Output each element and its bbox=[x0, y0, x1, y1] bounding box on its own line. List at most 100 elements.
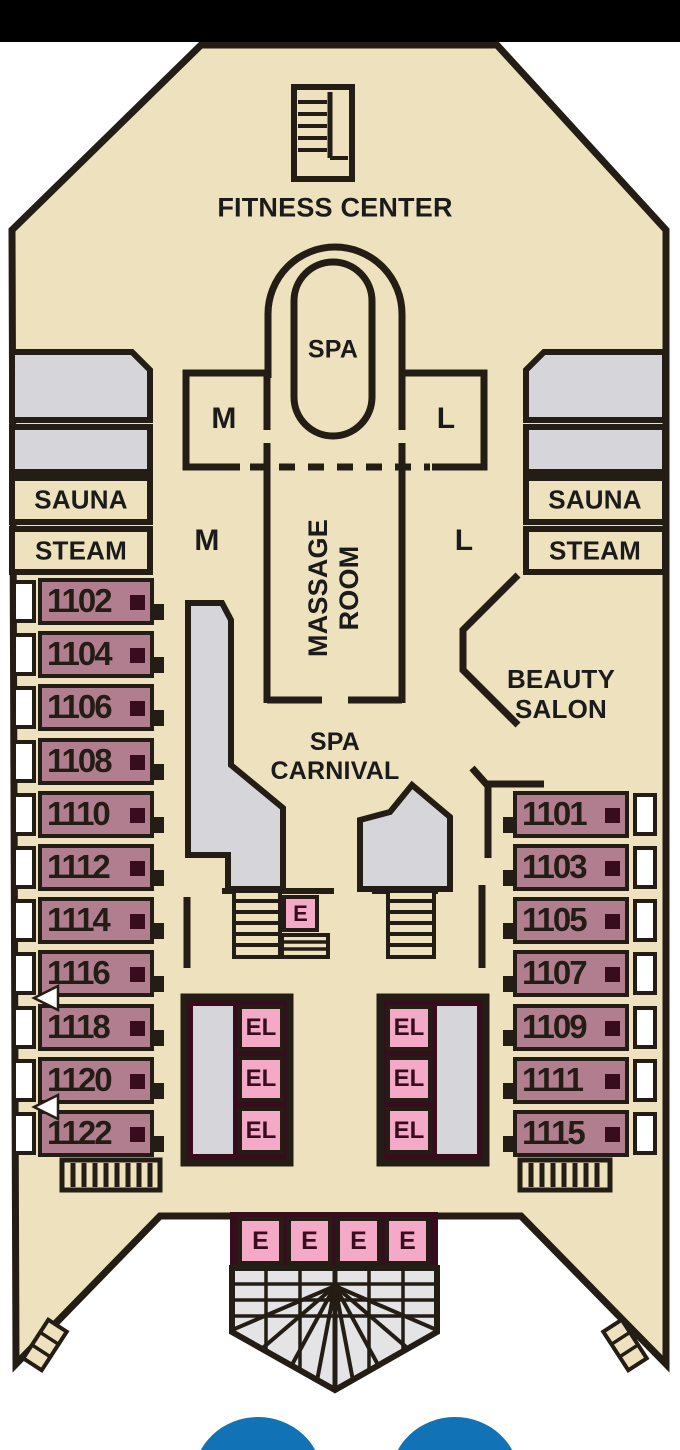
window-box bbox=[9, 349, 153, 423]
cabin-window bbox=[633, 1059, 657, 1102]
cabin-1107: 1107 bbox=[503, 950, 658, 997]
cabin-box: 1101 bbox=[513, 791, 629, 838]
cabin-box: 1118 bbox=[38, 1004, 154, 1051]
door-notch bbox=[503, 1136, 513, 1152]
nav-button-right[interactable] bbox=[391, 1417, 519, 1450]
beauty-salon-line1: BEAUTY bbox=[506, 664, 616, 694]
cabin-box: 1116 bbox=[38, 950, 154, 997]
beauty-salon-label: BEAUTY SALON bbox=[507, 664, 615, 724]
cabin-window bbox=[12, 633, 36, 676]
cabin-box: 1115 bbox=[513, 1110, 629, 1157]
ladies-corridor-label: L bbox=[454, 524, 474, 557]
door-indicator bbox=[605, 1127, 620, 1142]
cabin-number: 1114 bbox=[47, 901, 111, 938]
gangway-right bbox=[600, 1316, 650, 1374]
door-indicator bbox=[130, 1127, 145, 1142]
cabin-number: 1112 bbox=[47, 848, 111, 885]
ladies-room-label: L bbox=[436, 402, 456, 435]
spa-carnival-line2: CARNIVAL bbox=[270, 757, 400, 785]
door-indicator bbox=[605, 1074, 620, 1089]
cabin-1110: 1110 bbox=[12, 791, 164, 838]
massage-room-label: MASSAGE ROOM bbox=[303, 519, 365, 657]
door-indicator bbox=[130, 595, 145, 610]
cabin-box: 1104 bbox=[38, 631, 154, 678]
nav-button-left[interactable] bbox=[194, 1417, 322, 1450]
steam-room-left bbox=[9, 526, 153, 575]
bow-exit-box: E bbox=[385, 1217, 430, 1265]
door-indicator bbox=[130, 1074, 145, 1089]
door-notch bbox=[154, 764, 164, 780]
cabin-1116: 1116 bbox=[12, 950, 164, 997]
cabin-box: 1122 bbox=[38, 1110, 154, 1157]
door-indicator bbox=[605, 967, 620, 982]
cabin-box: 1114 bbox=[38, 897, 154, 944]
cabin-box: 1108 bbox=[38, 738, 154, 785]
cabin-1105: 1105 bbox=[503, 897, 658, 944]
door-notch bbox=[503, 870, 513, 886]
cabin-window bbox=[12, 1059, 36, 1102]
cabin-1118: 1118 bbox=[12, 1004, 164, 1051]
elevator-cell: EL bbox=[386, 1005, 432, 1051]
door-notch bbox=[154, 870, 164, 886]
sauna-right-label: SAUNA bbox=[548, 484, 642, 515]
door-notch bbox=[503, 1083, 513, 1099]
cabin-window bbox=[633, 952, 657, 995]
cabin-1106: 1106 bbox=[12, 684, 164, 731]
cabin-window bbox=[12, 740, 36, 783]
spa-arch bbox=[264, 243, 406, 378]
cabin-box: 1102 bbox=[38, 578, 154, 625]
door-indicator bbox=[605, 861, 620, 876]
cabin-box: 1105 bbox=[513, 897, 629, 944]
cabin-1122: 1122 bbox=[12, 1110, 164, 1157]
cabin-window bbox=[633, 1006, 657, 1049]
beauty-salon-walls bbox=[459, 572, 544, 858]
cabin-number: 1101 bbox=[522, 795, 588, 832]
elevator-cell: EL bbox=[386, 1107, 432, 1154]
cabin-number: 1109 bbox=[522, 1008, 588, 1045]
door-indicator bbox=[605, 1021, 620, 1036]
cabin-1115: 1115 bbox=[503, 1110, 658, 1157]
top-black-bar bbox=[0, 0, 680, 42]
door-indicator bbox=[130, 967, 145, 982]
cabin-number: 1116 bbox=[47, 954, 111, 991]
cabin-number: 1120 bbox=[47, 1061, 113, 1098]
hatch-strip-left bbox=[59, 1157, 163, 1193]
door-notch bbox=[503, 923, 513, 939]
elevator-cell: EL bbox=[238, 1005, 284, 1051]
door-indicator bbox=[130, 1021, 145, 1036]
cabin-window bbox=[12, 1006, 36, 1049]
cabin-number: 1111 bbox=[522, 1061, 584, 1098]
cabin-number: 1107 bbox=[522, 954, 588, 991]
window-box bbox=[523, 349, 668, 423]
cabin-box: 1120 bbox=[38, 1057, 154, 1104]
cabin-window bbox=[633, 899, 657, 942]
hatch-strip-right bbox=[517, 1157, 613, 1193]
door-notch bbox=[154, 817, 164, 833]
cabin-number: 1104 bbox=[47, 635, 113, 672]
cabin-box: 1111 bbox=[513, 1057, 629, 1104]
cabin-window bbox=[12, 899, 36, 942]
cabin-1101: 1101 bbox=[503, 791, 658, 838]
window-box bbox=[523, 424, 668, 475]
bow-exit-box: E bbox=[238, 1217, 283, 1265]
cabin-window bbox=[12, 686, 36, 729]
door-indicator bbox=[130, 701, 145, 716]
cabin-box: 1110 bbox=[38, 791, 154, 838]
spa-label: SPA bbox=[307, 335, 359, 364]
door-notch bbox=[154, 1083, 164, 1099]
steam-left-label: STEAM bbox=[35, 535, 127, 566]
cabin-number: 1118 bbox=[47, 1008, 111, 1045]
cabin-1112: 1112 bbox=[12, 844, 164, 891]
cabin-1120: 1120 bbox=[12, 1057, 164, 1104]
door-notch bbox=[503, 1030, 513, 1046]
cabin-window bbox=[633, 846, 657, 889]
cabin-1103: 1103 bbox=[503, 844, 658, 891]
mens-corridor-label: M bbox=[194, 524, 220, 557]
elevator-lobby bbox=[193, 1006, 233, 1154]
spa-oval bbox=[290, 258, 376, 440]
cabin-1108: 1108 bbox=[12, 738, 164, 785]
cabin-box: 1107 bbox=[513, 950, 629, 997]
cabin-window bbox=[633, 1112, 657, 1155]
